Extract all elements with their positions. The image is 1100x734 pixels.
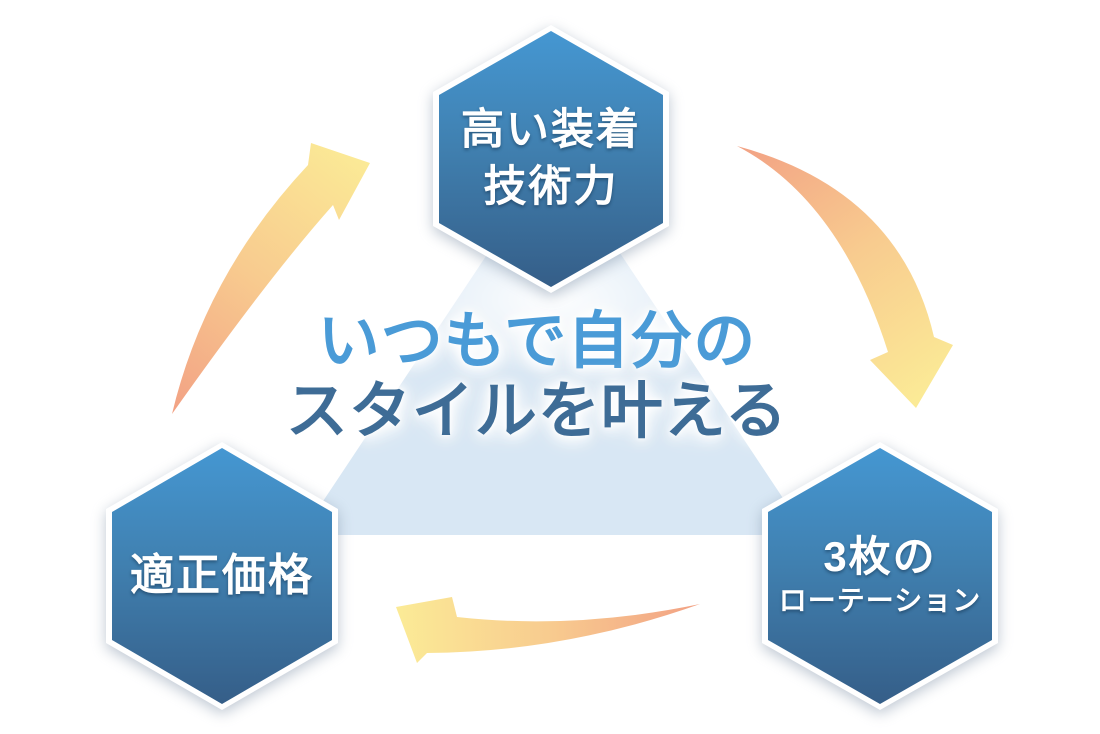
center-message-line2: スタイルを叶える: [285, 377, 789, 446]
hexagon-bottom-right-label: 3枚の ローテーション: [762, 442, 998, 710]
hexagon-top-label-line2: 技術力: [483, 163, 619, 211]
hexagon-top-label-line1: 高い装着: [461, 106, 641, 154]
center-glow: [404, 225, 704, 375]
hexagon-bottom-right-label-line2: ローテーション: [778, 585, 982, 616]
hexagon-bottom-right-label-line1: 3枚の: [823, 533, 937, 580]
center-message: いつもで自分の スタイルを叶える: [0, 308, 1087, 448]
arrow-left-to-top-icon: [172, 143, 370, 414]
hexagon-top: 高い装着 技術力: [433, 25, 669, 293]
center-message-line1: いつもで自分の: [317, 307, 757, 376]
hexagon-top-label: 高い装着 技術力: [433, 25, 669, 293]
arrow-right-to-left-icon: [396, 597, 700, 663]
hexagon-bottom-left-label: 適正価格: [106, 442, 338, 710]
hexagon-bottom-left-label-line1: 適正価格: [130, 551, 314, 600]
arrow-top-to-right-icon: [737, 146, 953, 408]
hexagon-bottom-right: 3枚の ローテーション: [762, 442, 998, 710]
hexagon-bottom-left: 適正価格: [106, 442, 338, 710]
